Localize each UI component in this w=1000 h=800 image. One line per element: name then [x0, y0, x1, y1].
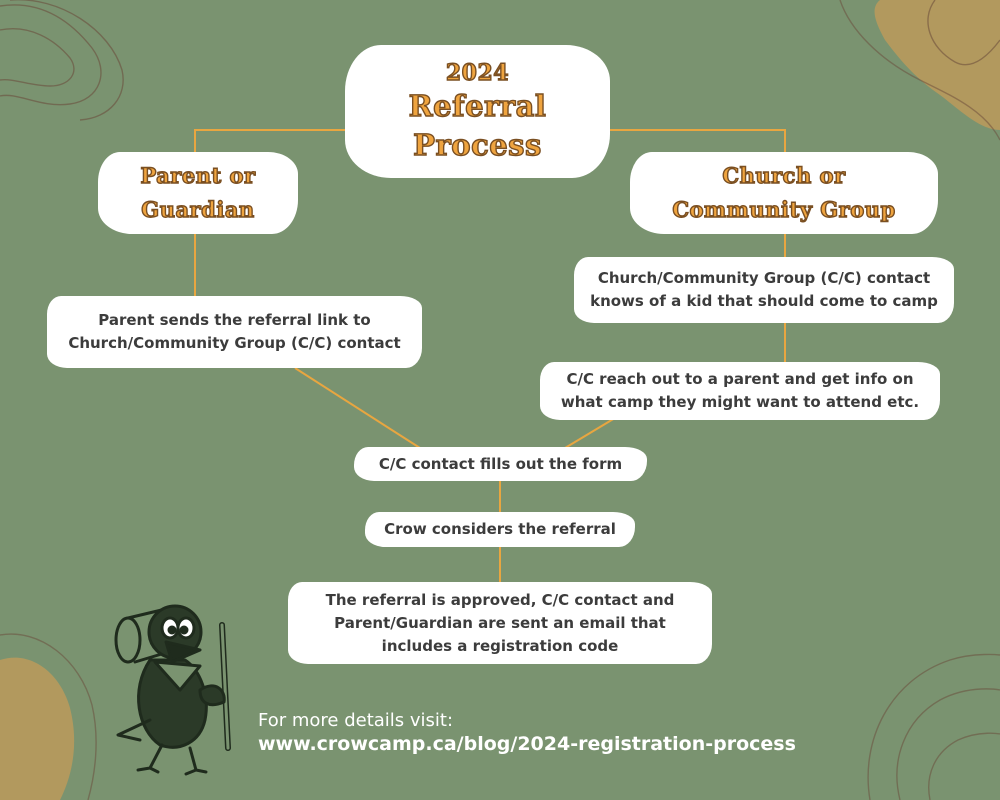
branch-right-line2: Community Group	[672, 196, 896, 222]
corner-decor-bottom-right	[867, 653, 1000, 800]
connector-title-right	[610, 129, 786, 160]
branch-left-line2: Guardian	[141, 196, 255, 222]
corner-decor-top-right	[839, 0, 1000, 141]
connector-right-merge	[564, 417, 616, 449]
connector-left-merge	[294, 367, 421, 449]
step-approved-line2: Parent/Guardian are sent an email that	[334, 613, 666, 632]
footer-label: For more details visit:	[258, 710, 454, 731]
step-merge-text: C/C contact fills out the form	[378, 454, 623, 473]
crow-hiker-mascot-icon	[114, 604, 231, 776]
branch-right-line1: Church or	[722, 162, 846, 188]
step-crow-considers: Crow considers the referral	[365, 512, 635, 547]
connector-title-left	[194, 129, 345, 160]
title-line-referral: Referral	[408, 88, 547, 123]
step-right2-line2: what camp they might want to attend etc.	[560, 393, 920, 411]
step-approved-line3: includes a registration code	[381, 636, 619, 655]
title-year: 2024	[445, 59, 510, 86]
step-right2-line1: C/C reach out to a parent and get info o…	[566, 370, 914, 388]
step-consider-text: Crow considers the referral	[384, 520, 616, 538]
branch-left-line1: Parent or	[140, 162, 256, 188]
step-left1-line1: Parent sends the referral link to	[98, 311, 371, 329]
diagram-title-box: 2024 Referral Process	[345, 45, 610, 178]
step-approved-line1: The referral is approved, C/C contact an…	[325, 590, 675, 609]
step-fills-form: C/C contact fills out the form	[354, 447, 647, 481]
connector-lines	[194, 129, 786, 582]
branch-church-community: Church or Community Group	[630, 152, 938, 234]
step-left1-line2: Church/Community Group (C/C) contact	[68, 334, 401, 352]
step-cc-knows-kid: Church/Community Group (C/C) contact kno…	[574, 257, 954, 323]
step-referral-approved: The referral is approved, C/C contact an…	[288, 582, 712, 664]
step-parent-sends-link: Parent sends the referral link to Church…	[47, 296, 422, 368]
footer-url-link[interactable]: www.crowcamp.ca/blog/2024-registration-p…	[258, 733, 796, 755]
title-line-process: Process	[412, 127, 542, 162]
corner-decor-bottom-left	[0, 633, 97, 800]
branch-parent-guardian: Parent or Guardian	[98, 152, 298, 234]
corner-decor-top-left	[0, 0, 124, 121]
step-right1-line1: Church/Community Group (C/C) contact	[597, 269, 931, 287]
step-right1-line2: knows of a kid that should come to camp	[590, 292, 938, 310]
step-cc-reach-out: C/C reach out to a parent and get info o…	[540, 362, 940, 420]
